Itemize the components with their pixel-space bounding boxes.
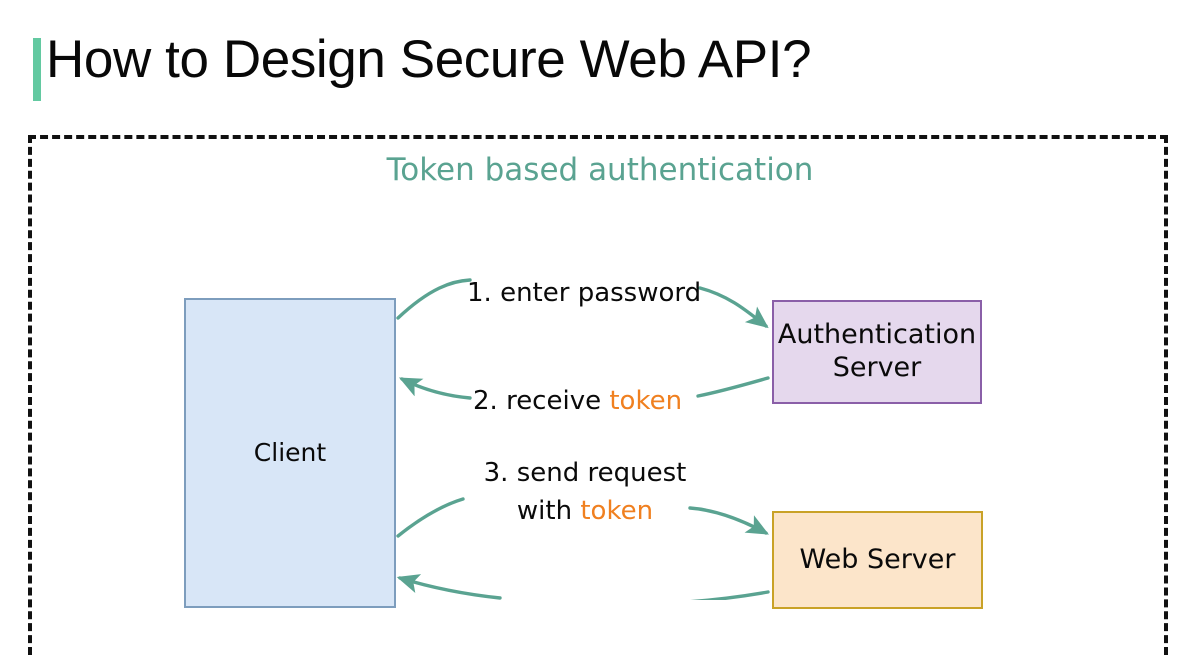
edge-label-step3-line1: 3. send request bbox=[483, 458, 687, 488]
node-client[interactable]: Client bbox=[184, 298, 396, 608]
diagram-subtitle: Token based authentication bbox=[386, 152, 814, 188]
edge-label-step2-token: token bbox=[609, 386, 683, 416]
edge-label-step2-text: 2. receive bbox=[473, 386, 610, 416]
diagram-frame bbox=[28, 135, 1168, 655]
edge-label-step1-text: 1. enter password bbox=[467, 278, 702, 308]
node-client-label: Client bbox=[253, 437, 327, 467]
edge-label-step3-text: with bbox=[516, 495, 581, 526]
node-web-server[interactable]: Web Server bbox=[772, 511, 983, 609]
node-auth-server-label-line1: Authentication bbox=[777, 319, 977, 351]
page-title: How to Design Secure Web API? bbox=[46, 30, 812, 89]
node-web-server-label: Web Server bbox=[799, 543, 956, 575]
node-auth-server-label-line2: Server bbox=[832, 352, 922, 383]
title-row: How to Design Secure Web API? bbox=[0, 0, 1200, 125]
edge-label-step3: 3. send request with token bbox=[470, 455, 700, 530]
title-accent-bar bbox=[33, 38, 41, 101]
edge-label-step3-token: token bbox=[580, 495, 654, 526]
node-auth-server[interactable]: Authentication Server bbox=[772, 300, 982, 404]
node-auth-server-label: Authentication Server bbox=[778, 319, 976, 385]
edge-label-step2: 2. receive token bbox=[473, 383, 682, 421]
edge-label-step1: 1. enter password bbox=[467, 275, 701, 313]
